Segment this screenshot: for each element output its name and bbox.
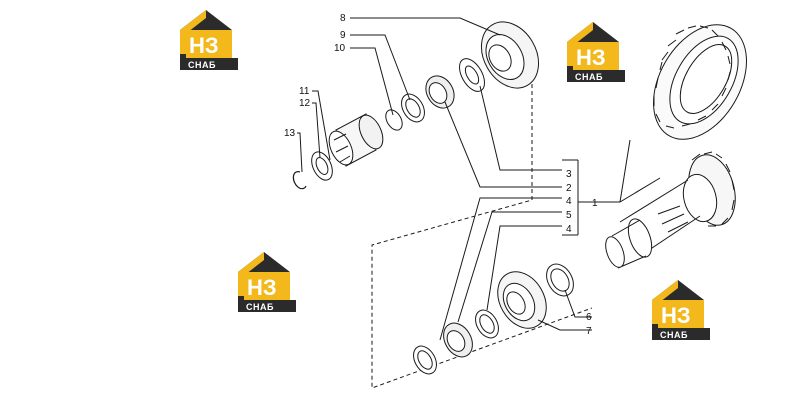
watermark-logo-2-bottom: СНАБ	[575, 72, 603, 82]
watermark-logo-1: НЗ СНАБ	[180, 10, 238, 70]
callout-1: 1	[592, 198, 598, 209]
callout-12: 12	[299, 98, 311, 109]
callout-3: 3	[566, 169, 572, 180]
watermark-logo-4-top: НЗ	[661, 303, 691, 328]
part-4-washer-mid	[475, 309, 499, 339]
callout-labels: 8 9 10 11 12 13 3 2 4 5 4 1 6 7	[284, 13, 598, 337]
part-12-washer	[311, 151, 333, 181]
watermark-logo-2: НЗ СНАБ	[567, 22, 625, 82]
part-2-ring-nut	[425, 75, 455, 109]
callout-8: 8	[340, 13, 346, 24]
watermark-logo-3-bottom: СНАБ	[246, 302, 274, 312]
watermark-logo-4-bottom: СНАБ	[660, 330, 688, 340]
watermark-logo-2-top: НЗ	[576, 45, 606, 70]
part-10-ring	[385, 109, 403, 131]
ring-gear	[653, 24, 747, 140]
assembly-outline	[371, 42, 593, 389]
part-7-bearing	[497, 271, 547, 329]
leader-lines	[297, 17, 661, 341]
watermark-logo-3: НЗ СНАБ	[238, 252, 296, 312]
callout-4-upper: 4	[566, 196, 572, 207]
watermark-logo-1-top: НЗ	[189, 33, 219, 58]
pinion-gear-shaft	[605, 151, 736, 269]
part-13-circlip	[292, 171, 307, 190]
callout-5: 5	[566, 210, 572, 221]
callout-4-lower: 4	[566, 224, 572, 235]
callout-13: 13	[284, 128, 296, 139]
part-4-washer-lower	[413, 345, 437, 375]
callout-10: 10	[334, 43, 346, 54]
part-9-shim	[401, 93, 425, 123]
callout-11: 11	[299, 86, 310, 97]
part-11-coupling	[328, 113, 384, 167]
part-6-ring	[546, 263, 574, 297]
part-8-bearing	[480, 21, 540, 89]
callout-9: 9	[340, 30, 346, 41]
watermark-logo-3-top: НЗ	[247, 275, 277, 300]
callout-2: 2	[566, 183, 572, 194]
part-5-bearing	[443, 322, 473, 358]
callout-7: 7	[586, 326, 592, 337]
watermark-logo-1-bottom: СНАБ	[188, 60, 216, 70]
watermark-logo-4: НЗ СНАБ	[652, 280, 710, 340]
callout-6: 6	[586, 312, 592, 323]
